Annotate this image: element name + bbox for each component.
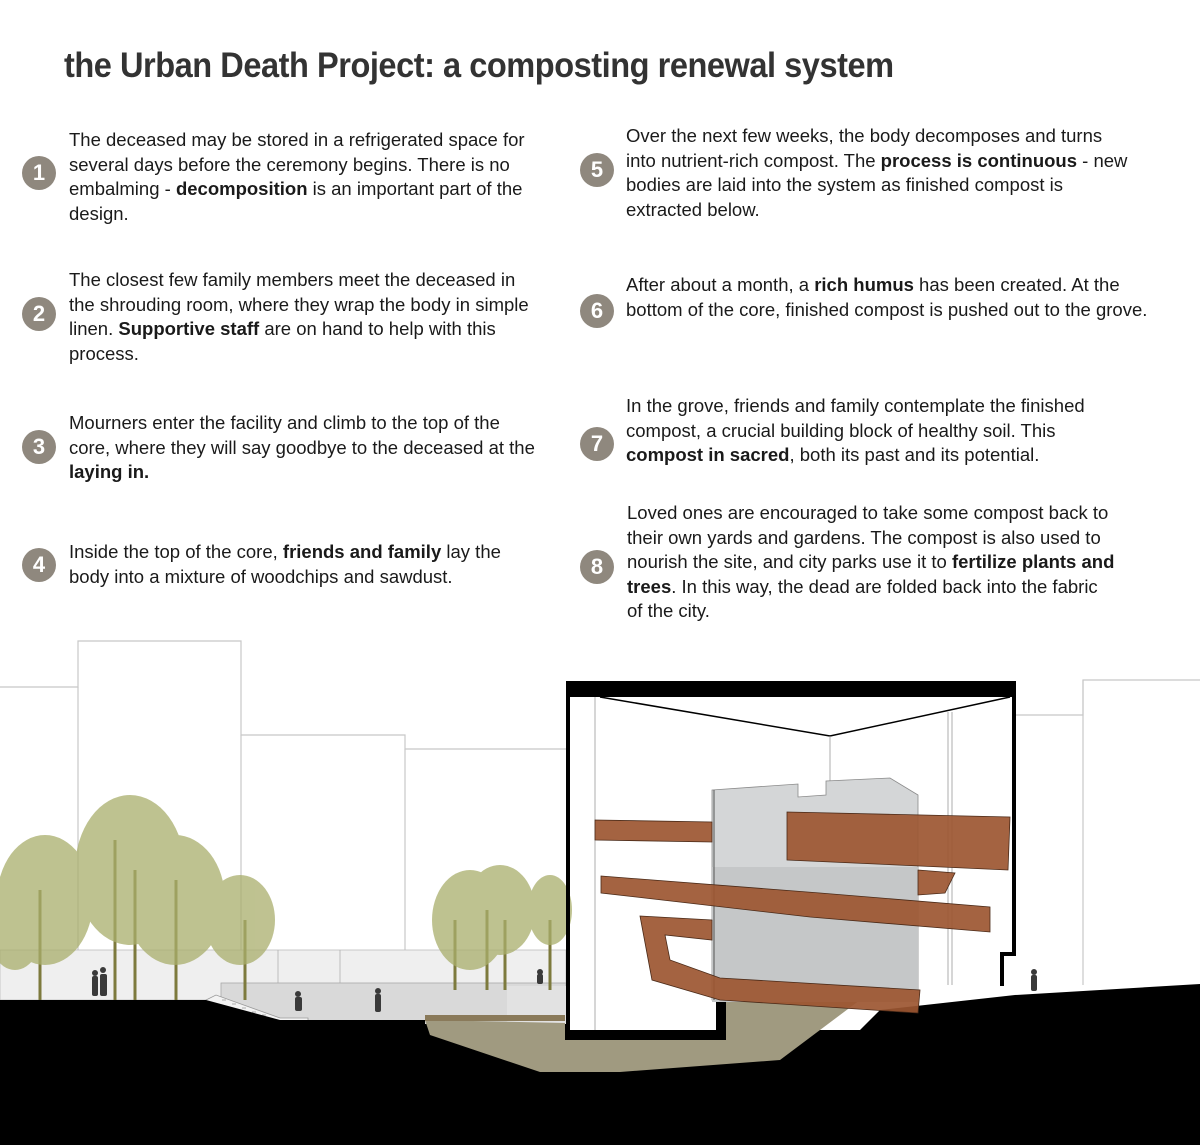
step-text: Over the next few weeks, the body decomp… bbox=[626, 125, 1128, 220]
step-highlight: fertilize plants and trees bbox=[627, 551, 1115, 597]
step-highlight: rich humus bbox=[814, 274, 914, 295]
step-text: In the grove, friends and family contemp… bbox=[626, 395, 1085, 465]
architectural-section-illustration bbox=[0, 640, 1200, 1145]
step-number-badge: 7 bbox=[580, 427, 614, 461]
city-skyline-outlines bbox=[0, 640, 1200, 990]
page-title: the Urban Death Project: a composting re… bbox=[64, 46, 894, 85]
spiral-corten-ramps bbox=[594, 811, 1011, 1014]
ground-section bbox=[0, 984, 1200, 1145]
step-number-badge: 1 bbox=[22, 156, 56, 190]
step-number-badge: 8 bbox=[580, 550, 614, 584]
step-text: The deceased may be stored in a refriger… bbox=[69, 129, 525, 224]
step-highlight: friends and family bbox=[282, 541, 442, 562]
step-number-badge: 5 bbox=[580, 153, 614, 187]
step-highlight: process is continuous bbox=[880, 149, 1078, 171]
step-text: Mourners enter the facility and climb to… bbox=[69, 412, 535, 482]
step-text: Loved ones are encouraged to take some c… bbox=[627, 502, 1115, 621]
people-silhouettes bbox=[92, 967, 1037, 1012]
step-highlight: Supportive staff bbox=[118, 318, 260, 339]
step-text: After about a month, a rich humus has be… bbox=[626, 274, 1148, 320]
grove-trees bbox=[0, 795, 572, 1000]
step-number-badge: 6 bbox=[580, 294, 614, 328]
facility-building bbox=[566, 681, 1016, 1040]
step-highlight: compost in sacred bbox=[626, 444, 790, 465]
step-text: The closest few family members meet the … bbox=[69, 269, 529, 364]
compost-mulch bbox=[425, 1015, 565, 1021]
step-text: Inside the top of the core, friends and … bbox=[69, 541, 501, 587]
step-number-badge: 4 bbox=[22, 548, 56, 582]
compost-soil-layer bbox=[425, 1000, 860, 1072]
step-number-badge: 2 bbox=[22, 297, 56, 331]
step-highlight: laying in. bbox=[69, 461, 150, 482]
step-highlight: decomposition bbox=[175, 178, 308, 199]
step-number-badge: 3 bbox=[22, 430, 56, 464]
